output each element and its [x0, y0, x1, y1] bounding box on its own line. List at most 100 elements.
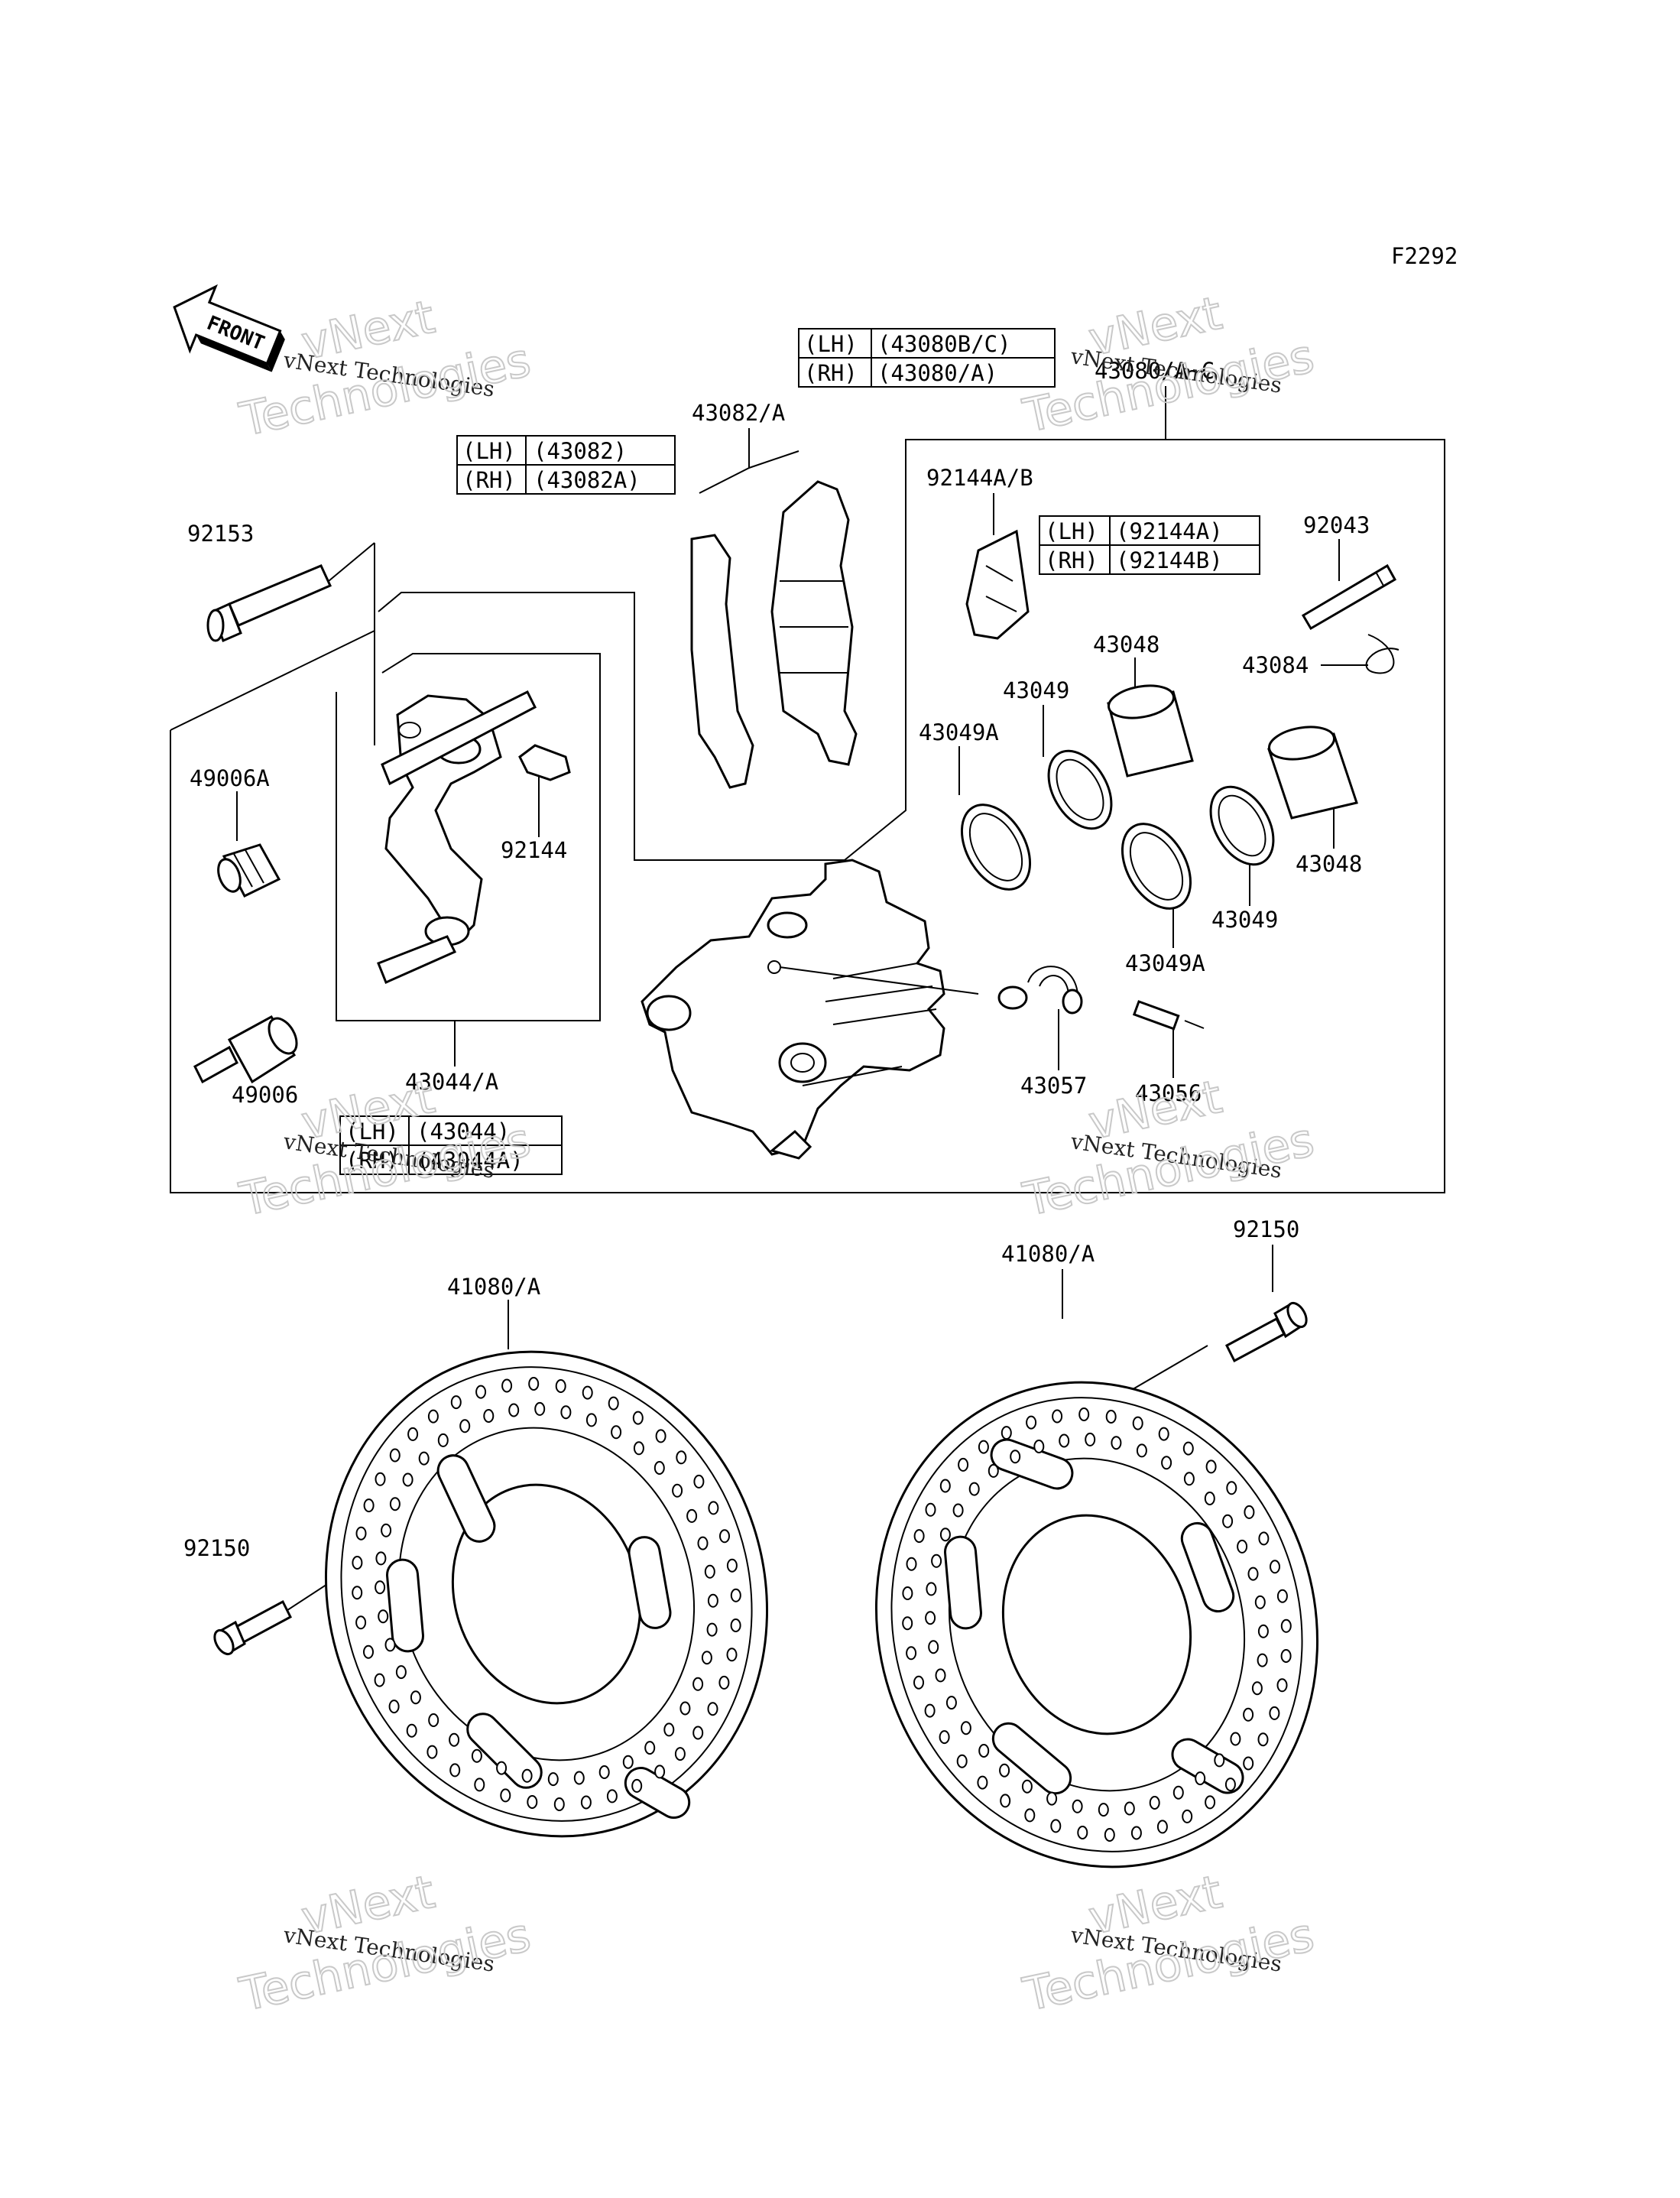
vent-hole: [926, 1582, 937, 1596]
vent-hole: [418, 1451, 430, 1466]
label-43049: 43049: [1003, 677, 1069, 703]
vent-hole: [1172, 1785, 1184, 1800]
table-cell: (43044A): [417, 1148, 524, 1174]
vent-hole: [1205, 1795, 1216, 1810]
vent-hole: [1050, 1819, 1062, 1833]
vent-hole: [501, 1378, 513, 1393]
vent-hole: [707, 1593, 718, 1608]
vent-hole: [381, 1523, 392, 1537]
label-43082A: 43082/A: [692, 400, 785, 426]
vent-hole: [508, 1403, 520, 1417]
brake-disc-left: [324, 1350, 769, 1838]
vent-hole: [956, 1754, 968, 1768]
vent-hole: [355, 1615, 367, 1630]
vent-hole: [958, 1457, 969, 1472]
vent-hole: [1276, 1589, 1288, 1603]
vent-hole: [945, 1696, 957, 1710]
banjo-43057: [997, 966, 1083, 1015]
bolt-92150-right: [1225, 1301, 1308, 1363]
label-41080A-right: 41080/A: [1001, 1241, 1095, 1267]
vent-hole: [692, 1726, 704, 1740]
vent-hole: [719, 1529, 730, 1544]
label-43056: 43056: [1135, 1080, 1202, 1106]
vent-hole: [632, 1411, 644, 1425]
vent-hole: [1195, 1771, 1206, 1786]
vent-hole: [1204, 1492, 1215, 1505]
vent-hole: [999, 1763, 1010, 1778]
vent-hole: [925, 1502, 936, 1517]
vent-hole: [939, 1479, 951, 1493]
vent-hole: [1024, 1808, 1036, 1823]
vent-hole: [939, 1528, 951, 1542]
vent-hole: [1270, 1560, 1280, 1574]
vent-hole: [692, 1677, 704, 1691]
vent-hole: [1132, 1416, 1143, 1430]
vent-hole: [355, 1526, 367, 1541]
vent-hole: [437, 1433, 449, 1447]
caliper-assy-table: (LH) (43080B/C) (RH) (43080/A): [798, 328, 1056, 388]
vent-hole: [528, 1377, 540, 1391]
vent-hole: [1280, 1618, 1292, 1633]
vent-hole: [1021, 1779, 1033, 1794]
vent-hole: [1130, 1826, 1142, 1840]
vent-hole: [1257, 1732, 1269, 1747]
vent-hole: [663, 1722, 675, 1737]
vent-hole: [1182, 1809, 1193, 1823]
vent-hole: [913, 1675, 924, 1690]
vent-hole: [1001, 1426, 1012, 1440]
vent-hole: [1226, 1481, 1237, 1495]
vent-hole: [644, 1741, 656, 1755]
vent-hole: [608, 1396, 619, 1411]
vent-hole: [384, 1638, 396, 1652]
brake-disc-right: [874, 1381, 1319, 1868]
table-cell: (LH): [1045, 518, 1098, 544]
label-43080AC: 43080/A~C: [1095, 358, 1215, 384]
vent-hole: [428, 1713, 439, 1727]
vent-hole: [1269, 1706, 1280, 1720]
vent-hole: [707, 1702, 718, 1716]
vent-hole: [585, 1413, 597, 1427]
vent-hole: [449, 1732, 460, 1747]
vent-hole: [555, 1379, 566, 1393]
label-92150-left: 92150: [183, 1535, 250, 1561]
pad-spring: [965, 529, 1030, 640]
bracket-43044: [377, 690, 537, 985]
table-cell: (LH): [345, 1118, 399, 1144]
clip-92144: [518, 744, 571, 781]
vent-hole: [534, 1401, 546, 1416]
vent-hole: [1124, 1801, 1135, 1816]
vent-hole: [606, 1789, 618, 1804]
label-43044A: 43044/A: [405, 1069, 498, 1095]
vent-hole: [679, 1701, 691, 1716]
vent-hole: [730, 1618, 741, 1632]
vent-hole: [375, 1551, 387, 1566]
vent-hole: [1111, 1436, 1122, 1450]
vent-hole: [1205, 1459, 1217, 1474]
vent-hole: [475, 1385, 487, 1399]
caliper-body: [641, 859, 945, 1160]
vent-hole: [1244, 1505, 1255, 1519]
table-cell: (92144A): [1116, 518, 1223, 544]
label-49006: 49006: [232, 1082, 298, 1108]
vent-hole: [427, 1409, 439, 1424]
vent-hole: [395, 1665, 407, 1680]
vent-hole: [1257, 1653, 1268, 1667]
vent-hole: [1077, 1826, 1088, 1839]
vent-hole: [1243, 1707, 1254, 1722]
vent-hole: [521, 1768, 533, 1783]
vent-hole: [726, 1558, 738, 1573]
vent-hole: [902, 1616, 913, 1631]
label-43049A: 43049A: [919, 719, 999, 745]
table-cell: (RH): [1045, 547, 1098, 573]
vent-hole: [1158, 1427, 1169, 1441]
vent-hole: [374, 1673, 385, 1687]
piston-43048-right: [1267, 726, 1358, 820]
caliper-outline: [170, 439, 1445, 1193]
vent-hole: [708, 1501, 719, 1515]
vent-hole: [977, 1775, 988, 1790]
vent-hole: [1237, 1539, 1248, 1554]
label-43049-right: 43049: [1211, 907, 1278, 933]
vent-hole: [527, 1795, 538, 1809]
vent-hole: [978, 1744, 990, 1758]
vent-hole: [406, 1723, 417, 1738]
